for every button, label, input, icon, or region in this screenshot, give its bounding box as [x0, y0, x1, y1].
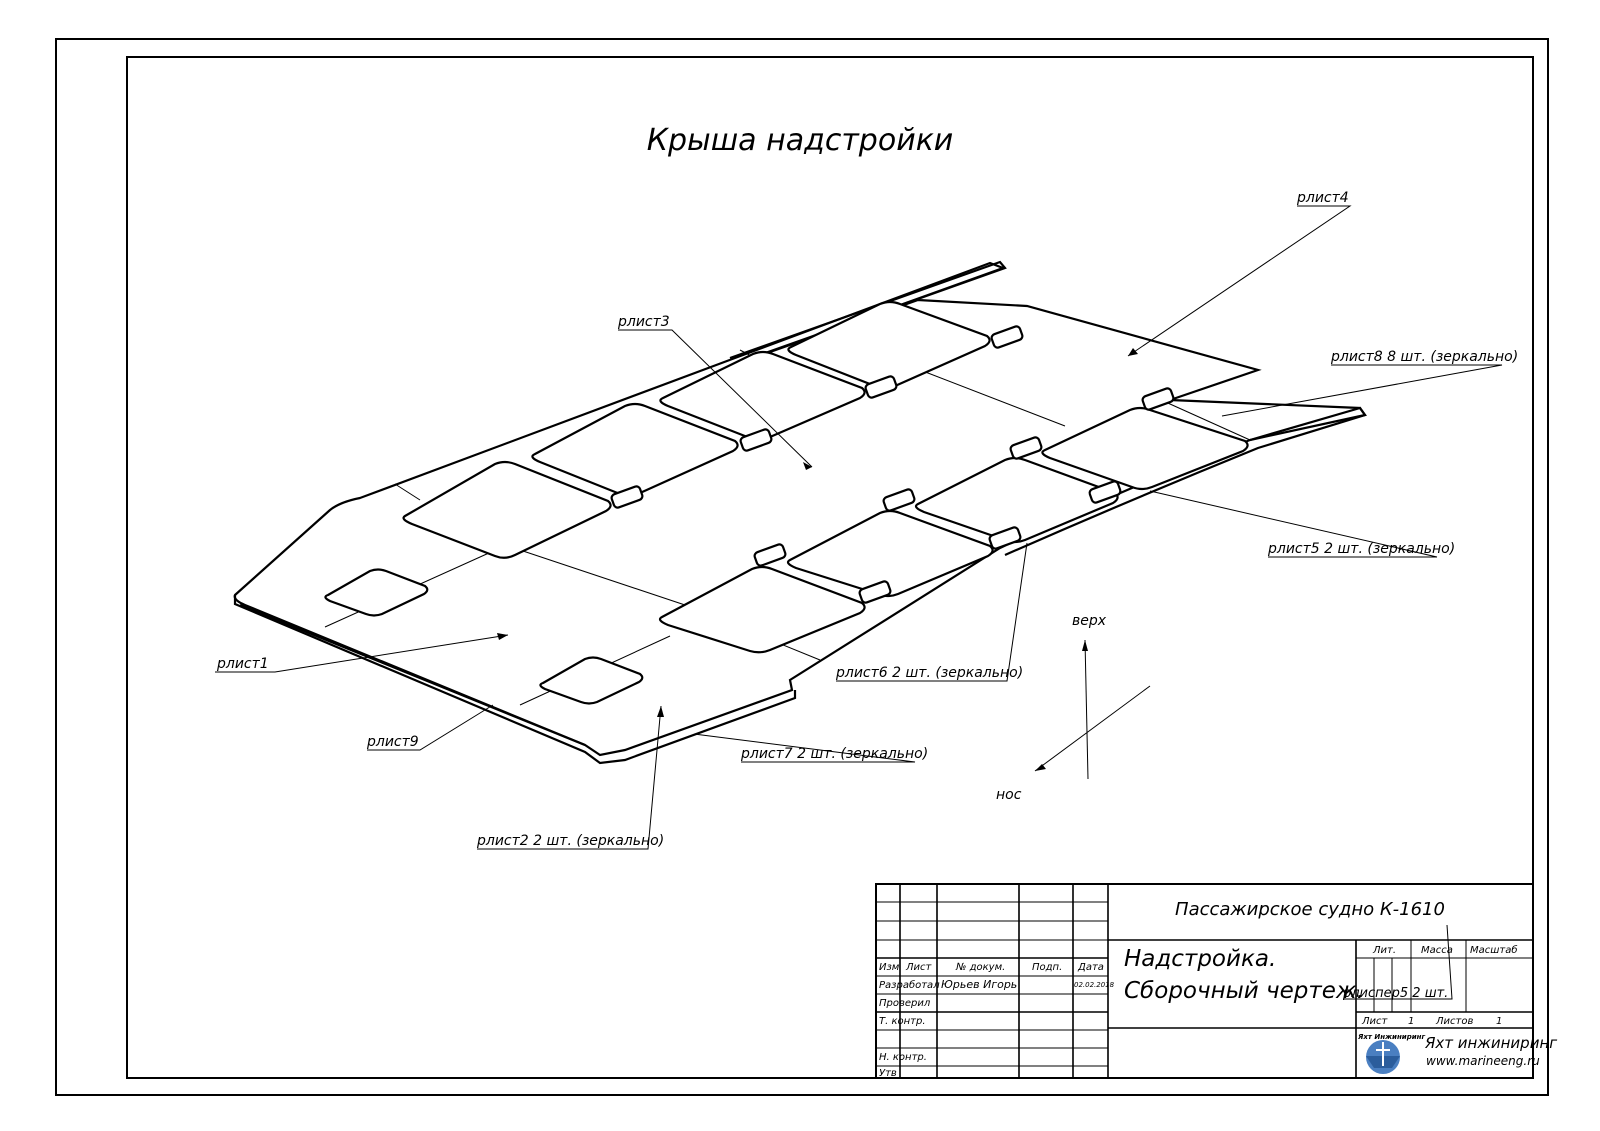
callout-plist2: рлист2 2 шт. (зеркально): [476, 705, 664, 850]
row-checked: Проверил: [879, 998, 931, 1009]
mass-label: Масса: [1421, 945, 1453, 956]
callout-label: рлист7 2 шт. (зеркально): [740, 746, 928, 762]
scale-label: Масштаб: [1470, 944, 1518, 956]
roof-assembly: [233, 260, 1367, 765]
col-list: Лист: [905, 962, 933, 973]
callout-label: рлист8 8 шт. (зеркально): [1330, 349, 1518, 365]
sheet-num: 1: [1408, 1016, 1414, 1027]
outer-frame: [55, 38, 1549, 1096]
callout-plist9: рлист9: [366, 704, 494, 751]
logo-text: Яхт Инжиниринг: [1357, 1033, 1425, 1041]
developed-date: 02.02.2018: [1074, 981, 1115, 989]
callout-plist6: рлист6 2 шт. (зеркально): [835, 542, 1028, 682]
row-approved: Утв: [879, 1068, 897, 1079]
drawing-title: Крыша надстройки: [647, 123, 954, 158]
hatch-panel: [402, 460, 612, 559]
col-sign: Подп.: [1032, 962, 1062, 973]
stray-text: рлиспер5 2 шт.: [1342, 986, 1448, 1001]
hatch-panel: [658, 565, 866, 654]
col-izm: Изм: [879, 962, 900, 973]
sheet-label: Лист: [1361, 1016, 1389, 1027]
label-bow: нос: [996, 787, 1022, 803]
row-developed: Разработал: [879, 979, 940, 991]
drawing-name-line2: Сборочный чертеж.: [1124, 978, 1364, 1004]
callout-plist3: рлист3: [617, 314, 813, 468]
callout-label: рлист5 2 шт. (зеркально): [1267, 541, 1455, 557]
row-n-control: Н. контр.: [879, 1052, 927, 1063]
sheets-num: 1: [1496, 1016, 1502, 1027]
callout-label: рлист2 2 шт. (зеркально): [476, 833, 664, 849]
hatch-panel: [1041, 406, 1249, 491]
callout-plist8: рлист8 8 шт. (зеркально): [1221, 349, 1518, 417]
title-block: Изм Лист № докум. Подп. Дата Разработал …: [875, 883, 1557, 1079]
roof-edge-thickness: [233, 595, 797, 765]
drawing-name-line1: Надстройка.: [1124, 946, 1276, 972]
label-up: верх: [1072, 613, 1107, 629]
callout-label: рлист3: [617, 314, 670, 330]
callout-label: рлист4: [1296, 190, 1349, 206]
callout-plist5: рлист5 2 шт. (зеркально): [1149, 490, 1455, 558]
developer-name: Юрьев Игорь: [941, 978, 1017, 991]
callout-plist7: рлист7 2 шт. (зеркально): [693, 733, 928, 763]
company-website: www.marineeng.ru: [1426, 1054, 1540, 1068]
hatch-panels: [324, 300, 1249, 705]
col-doc: № докум.: [955, 962, 1005, 973]
callout-label: рлист9: [366, 734, 419, 750]
row-t-control: Т. контр.: [879, 1016, 926, 1027]
stray-leader: [1343, 924, 1453, 1000]
lit-label: Лит.: [1372, 945, 1396, 956]
leader-arrowheads: [497, 348, 1138, 717]
hatch-panel: [659, 350, 866, 441]
hatch-panel: [787, 300, 991, 390]
hatch-panel: [531, 402, 739, 497]
callout-label: рлист6 2 шт. (зеркально): [835, 665, 1023, 681]
project-name: Пассажирское судно К-1610: [1175, 899, 1445, 920]
orientation-indicator: верх нос: [996, 613, 1151, 803]
callout-plist1: рлист1: [215, 634, 509, 673]
sheets-label: Листов: [1435, 1016, 1473, 1027]
callout-label: рлист1: [216, 656, 269, 672]
inner-frame: [126, 56, 1534, 1079]
company-logo: Яхт Инжиниринг: [1357, 1033, 1425, 1074]
callout-plist4: рлист4: [1127, 190, 1352, 357]
roof-outline: [233, 261, 1367, 757]
hatch-panel: [786, 509, 994, 598]
small-hatch: [324, 568, 429, 617]
company-name: Яхт инжиниринг: [1424, 1034, 1557, 1052]
callouts: рлист1 рлист2 2 шт. (зеркально) рлист3 р…: [215, 190, 1518, 850]
small-hatch: [539, 656, 644, 705]
roof-front-edge: [239, 603, 586, 747]
col-date: Дата: [1077, 962, 1104, 973]
panel-connectors: [610, 325, 1175, 604]
